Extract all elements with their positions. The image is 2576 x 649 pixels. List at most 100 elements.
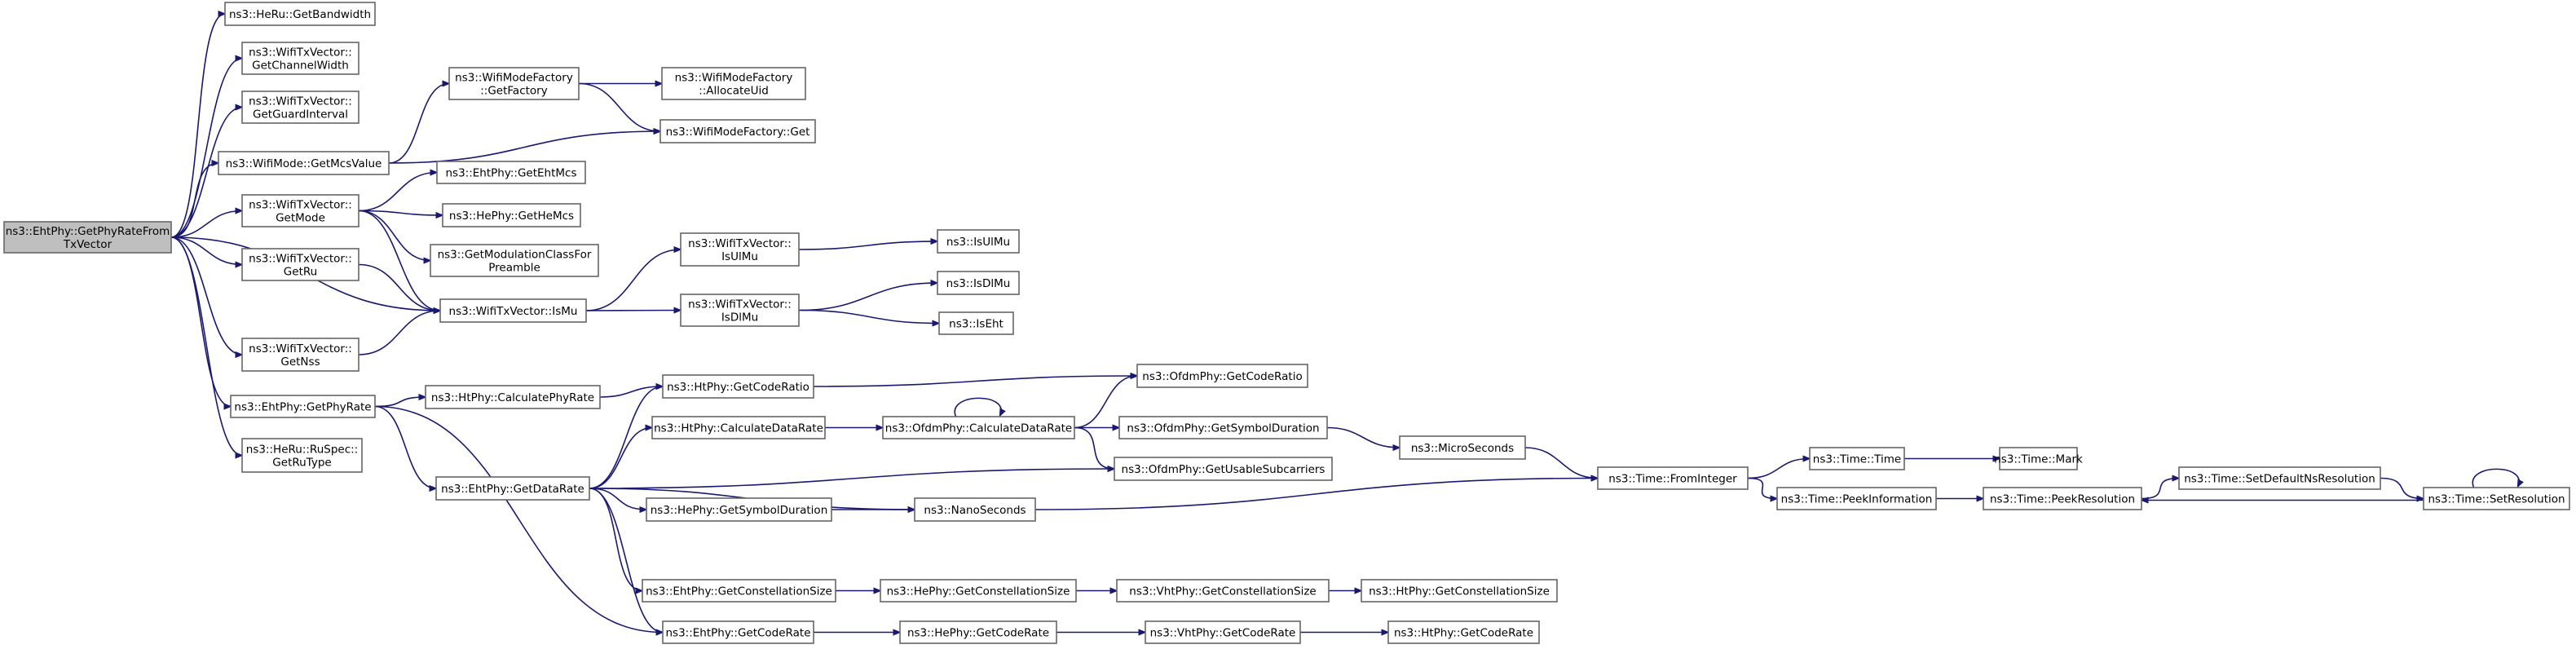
graph-node[interactable]: ns3::EhtPhy::GetDataRate [435, 476, 590, 501]
node-label: ns3::VhtPhy::GetConstellationSize [1129, 585, 1316, 598]
graph-node[interactable]: ns3::Time::Mark [1994, 447, 2083, 470]
node-box [1145, 620, 1301, 644]
edge-n9-n22 [374, 397, 426, 408]
edge-n46-n47 [2380, 477, 2424, 499]
graph-node[interactable]: ns3::EhtPhy::GetEhtMcs [436, 161, 586, 184]
node-label: ns3::EhtPhy::GetPhyRate [234, 401, 371, 414]
node-box [442, 203, 581, 227]
graph-node[interactable]: ns3::HePhy::GetConstellationSize [880, 579, 1077, 603]
graph-node[interactable]: ns3::Time::SetResolution [2423, 487, 2570, 510]
graph-node[interactable]: ns3::WifiModeFactory::Get [659, 119, 816, 143]
graph-node[interactable]: ns3::HtPhy::CalculateDataRate [651, 416, 826, 439]
node-label: ns3::WifiTxVector:: [249, 342, 352, 355]
node-box [914, 497, 1036, 522]
node-label: ns3::Time::SetDefaultNsResolution [2184, 473, 2375, 486]
node-box [1114, 457, 1333, 481]
node-box [436, 161, 586, 184]
graph-node[interactable]: ns3::Time::Time [1809, 447, 1905, 470]
graph-node[interactable]: ns3::WifiMode::GetMcsValue [218, 151, 390, 175]
graph-node[interactable]: ns3::IsUlMu [937, 229, 1020, 254]
graph-node[interactable]: ns3::WifiTxVector::GetChannelWidth [241, 42, 359, 75]
graph-node[interactable]: ns3::WifiTxVector::GetNss [241, 338, 359, 372]
graph-node[interactable]: ns3::WifiModeFactory::AllocateUid [661, 67, 806, 100]
node-label: ns3::HePhy::GetHeMcs [449, 210, 574, 223]
edge-n0-n4 [170, 163, 218, 238]
edge-n0-n6 [170, 236, 242, 265]
graph-node[interactable]: ns3::Time::PeekResolution [1983, 487, 2142, 510]
graph-node[interactable]: ns3::WifiTxVector::GetRu [241, 248, 359, 281]
graph-node[interactable]: ns3::Time::FromInteger [1597, 466, 1749, 490]
edge-n5-n15 [358, 210, 443, 216]
node-box [241, 42, 359, 75]
node-label: ns3::HeRu::GetBandwidth [229, 8, 371, 21]
graph-node[interactable]: ns3::HePhy::GetCodeRate [899, 620, 1057, 644]
node-box [642, 579, 836, 603]
node-label: ns3::HeRu::RuSpec:: [246, 444, 358, 457]
graph-node[interactable]: ns3::Time::PeekInformation [1776, 487, 1937, 510]
graph-node[interactable]: ns3::EhtPhy::GetPhyRate [230, 395, 376, 418]
graph-node[interactable]: ns3::OfdmPhy::GetUsableSubcarriers [1114, 457, 1333, 481]
node-label: ns3::WifiTxVector:: [249, 199, 352, 212]
edge-n32-n41 [1034, 479, 1598, 510]
node-box [1361, 579, 1558, 603]
graph-node[interactable]: ns3::OfdmPhy::CalculateDataRate [882, 416, 1075, 439]
node-label: ns3::HtPhy::GetCodeRatio [667, 381, 809, 394]
node-label: ns3::Time::SetResolution [2428, 493, 2565, 506]
node-box [1809, 447, 1905, 470]
node-box [880, 579, 1077, 603]
edge-n0-n10 [170, 236, 242, 456]
graph-node[interactable]: ns3::IsEht [938, 311, 1014, 335]
node-label: ns3::WifiModeFactory [675, 72, 793, 85]
node-box [230, 395, 376, 418]
node-label: IsDlMu [721, 311, 758, 324]
edge-n23-n25 [589, 386, 663, 489]
node-label: IsUlMu [721, 250, 758, 263]
graph-node[interactable]: ns3::WifiTxVector::GetGuardInterval [241, 91, 359, 124]
edge-n29-n40 [1326, 426, 1400, 448]
graph-node[interactable]: ns3::HtPhy::GetCodeRate [1387, 620, 1540, 644]
edge-n41-n42 [1747, 459, 1810, 479]
graph-node[interactable]: ns3::HtPhy::CalculatePhyRate [425, 385, 601, 409]
node-box [680, 294, 800, 327]
node-box [425, 385, 601, 409]
graph-node[interactable]: ns3::HePhy::GetSymbolDuration [646, 497, 832, 522]
graph-node[interactable]: ns3::WifiTxVector::IsUlMu [680, 232, 800, 267]
node-box [241, 438, 363, 473]
graph-node[interactable]: ns3::WifiTxVector::IsMu [439, 298, 587, 323]
node-box [435, 476, 590, 501]
graph-node[interactable]: ns3::VhtPhy::GetConstellationSize [1116, 579, 1330, 603]
graph-node[interactable]: ns3::HeRu::RuSpec::GetRuType [241, 438, 363, 473]
graph-node[interactable]: ns3::EhtPhy::GetConstellationSize [642, 579, 836, 603]
graph-node[interactable]: ns3::WifiModeFactory::GetFactory [448, 67, 580, 100]
graph-node[interactable]: ns3::HtPhy::GetConstellationSize [1361, 579, 1558, 603]
graph-node[interactable]: ns3::WifiTxVector::IsDlMu [680, 294, 800, 327]
node-label: ns3::WifiTxVector:: [249, 95, 352, 108]
graph-node[interactable]: ns3::MicroSeconds [1399, 435, 1526, 460]
node-label: ns3::IsUlMu [946, 236, 1010, 249]
node-label: GetChannelWidth [252, 60, 349, 73]
edge-n0-n1 [170, 14, 225, 238]
graph-node[interactable]: ns3::VhtPhy::GetCodeRate [1145, 620, 1301, 644]
node-box [2423, 487, 2570, 510]
graph-node[interactable]: ns3::HePhy::GetHeMcs [442, 203, 581, 227]
edge-n40-n41 [1524, 447, 1598, 479]
graph-node[interactable]: ns3::Time::SetDefaultNsResolution [2178, 466, 2381, 490]
graph-node[interactable]: ns3::OfdmPhy::GetSymbolDuration [1118, 416, 1328, 439]
node-box [241, 338, 359, 372]
graph-node[interactable]: ns3::IsDlMu [937, 271, 1020, 295]
graph-node[interactable]: ns3::NanoSeconds [914, 497, 1036, 522]
node-label: ns3::WifiTxVector:: [688, 298, 792, 311]
node-box [1776, 487, 1937, 510]
node-label: ns3::EhtPhy::GetDataRate [441, 483, 584, 496]
node-label: ns3::Time::FromInteger [1608, 473, 1737, 486]
edge-n9-n24 [374, 405, 663, 633]
node-box [937, 271, 1020, 295]
graph-node[interactable]: ns3::HtPhy::GetCodeRatio [662, 374, 814, 399]
graph-node[interactable]: ns3::HeRu::GetBandwidth [224, 2, 376, 26]
graph-node[interactable]: ns3::WifiTxVector::GetMode [241, 194, 359, 227]
graph-node[interactable]: ns3::OfdmPhy::GetCodeRatio [1136, 364, 1308, 388]
graph-node[interactable]: ns3::EhtPhy::GetCodeRate [662, 620, 814, 644]
node-box [899, 620, 1057, 644]
